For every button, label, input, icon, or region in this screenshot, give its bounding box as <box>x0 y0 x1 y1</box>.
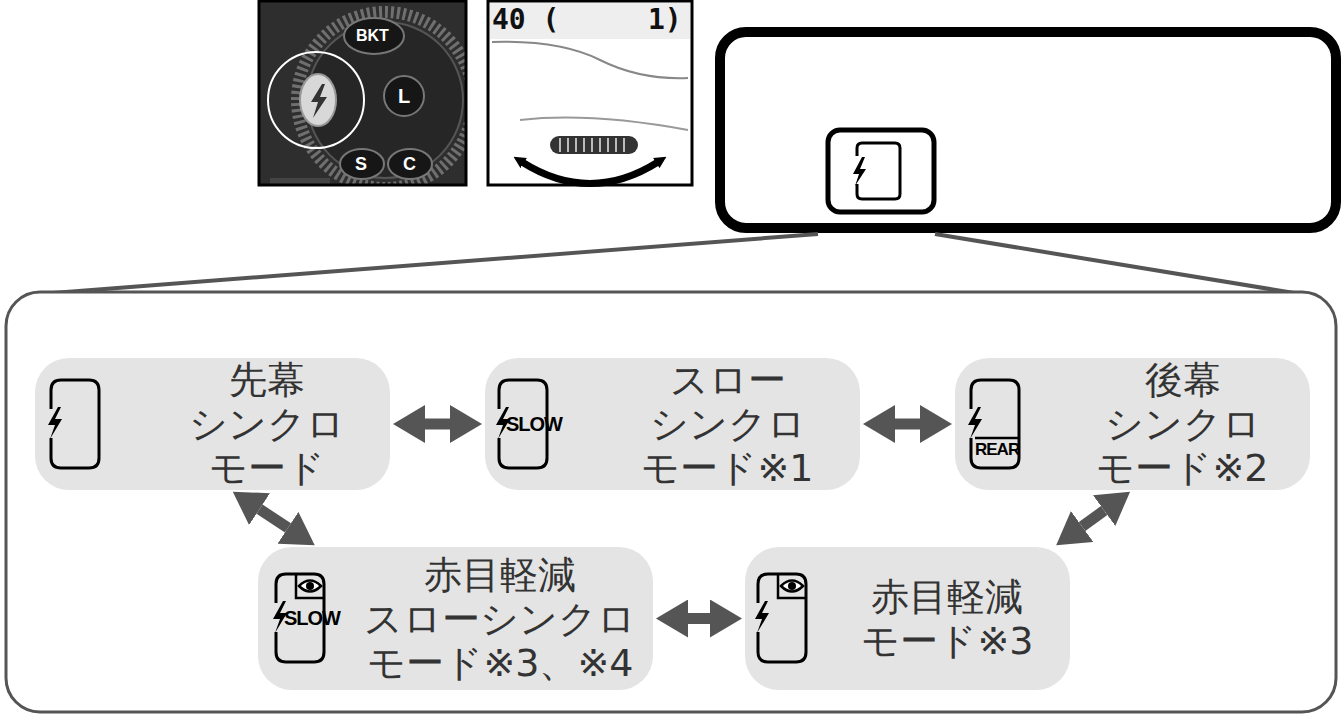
mode-name: 後幕 シンクロ モード※2 <box>1069 358 1297 490</box>
double-arrow <box>895 419 920 430</box>
viewfinder-indicator-box <box>828 130 934 212</box>
mode-box: 先幕 シンクロ モード <box>35 358 390 490</box>
mode-name: スロー シンクロ モード※1 <box>614 358 842 490</box>
mode-box: 赤目軽減 モード※3 <box>745 547 1070 690</box>
bkt-button <box>344 18 404 54</box>
camera-photo <box>258 0 467 186</box>
sub-command-dial <box>550 136 638 154</box>
mode-name: 先幕 シンクロ モード <box>180 358 355 490</box>
zoom-line <box>40 234 818 294</box>
icon-label: SLOW <box>506 414 562 434</box>
mode-panel <box>6 292 1336 712</box>
mode-name: 赤目軽減 モード※3 <box>841 574 1054 662</box>
dial-base <box>307 22 463 178</box>
lcd-readout: 40 ( <box>492 6 559 34</box>
button-label: L <box>398 86 410 106</box>
button-label: S <box>355 155 367 173</box>
double-arrow <box>260 509 288 528</box>
dial-ridges <box>560 138 624 152</box>
highlight-circle <box>268 52 364 148</box>
photo-frame <box>259 1 466 185</box>
double-arrow <box>425 419 450 430</box>
button-label: BKT <box>356 28 389 44</box>
flash-mode-icon <box>857 143 900 199</box>
lcd-panel <box>490 3 690 39</box>
photo-background <box>258 0 467 186</box>
double-arrow <box>688 613 710 624</box>
dial-photo-frame <box>488 1 692 185</box>
icon-label: SLOW <box>284 608 340 628</box>
s-button <box>340 149 384 179</box>
l-button <box>384 76 424 116</box>
flash-symbol <box>853 157 866 186</box>
mode-box: SLOW スロー シンクロ モード※1 <box>485 358 860 490</box>
body-contour <box>492 42 688 78</box>
flash-symbol <box>311 84 327 118</box>
icon-label: REAR <box>975 441 1019 458</box>
mode-box: REAR 後幕 シンクロ モード※2 <box>955 358 1310 490</box>
lcd-readout: 1) <box>648 6 682 34</box>
mode-name: 赤目軽減 スローシンクロ モード※3、※4 <box>354 552 647 684</box>
flash-button <box>300 74 336 126</box>
body-edge <box>270 178 330 186</box>
body-contour <box>520 118 688 130</box>
mode-box: SLOW 赤目軽減 スローシンクロ モード※3、※4 <box>258 547 653 690</box>
c-button <box>388 149 432 179</box>
rotate-arrow <box>522 162 658 184</box>
command-dial <box>297 12 467 186</box>
viewfinder-frame <box>720 32 1336 228</box>
double-arrow <box>1082 511 1104 527</box>
zoom-line <box>935 234 1300 294</box>
button-label: C <box>403 155 416 173</box>
